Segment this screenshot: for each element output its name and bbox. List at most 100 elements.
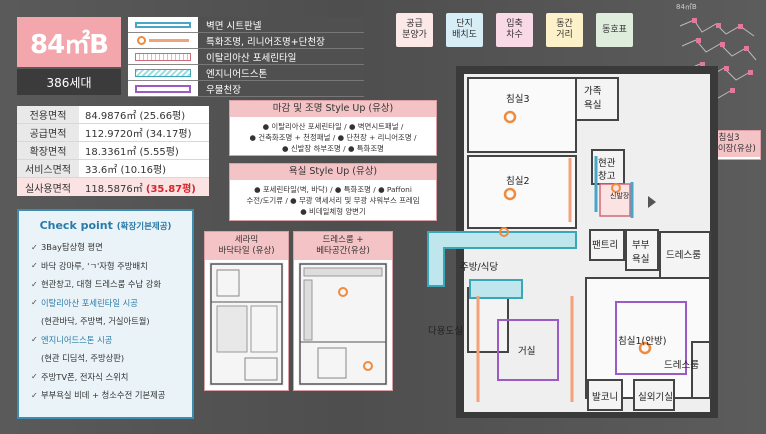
finish-style-up-line: ● 신발장 하부조명 / ● 특화조명 (282, 144, 384, 153)
ceramic-floor-tile-card[interactable]: 세라믹 바닥타일 (유상) (204, 231, 289, 391)
button-label: 공급 (406, 19, 423, 29)
household-count: 386세대 (17, 69, 121, 95)
check-point-item: ✓현관창고, 대형 드레스룸 수납 강화 (19, 275, 192, 294)
area-label: 전용면적 (17, 106, 79, 123)
legend-item: 벽면 시트판넬 (128, 17, 364, 33)
room-label-bath: 욕실 (584, 100, 601, 111)
area-value: 33.6㎡ (10.16평) (85, 165, 167, 176)
legend-item: 특화조명, 리니어조명+단천장 (128, 33, 364, 49)
area-label: 확장면적 (17, 142, 79, 159)
card-title-line: 바닥타일 (유상) (218, 246, 275, 256)
check-point-text: (현관 디딤석, 주방상판) (41, 353, 125, 364)
check-icon: ✓ (31, 298, 38, 308)
table-row: 실사용면적 118.5876㎡ (35.87평) (17, 178, 209, 196)
finish-style-up-title: 마감 및 조명 Style Up (유상) (230, 101, 436, 117)
card-title-line: 세라믹 (234, 235, 259, 245)
keyplan-label: 84㎡B (676, 3, 697, 11)
entrance-arrow-icon (648, 196, 656, 208)
ceramic-plan-image (209, 262, 284, 386)
card-title-line: 붙박이장(유상) (702, 144, 756, 154)
check-point-text: 엔지니어드스톤 시공 (41, 334, 113, 345)
check-point-item: ✓부부욕실 비데 + 청소수전 기본제공 (19, 386, 192, 405)
room-label-dressroom: 드레스룸 (666, 250, 701, 261)
room-label-dressroom: 드레스룸 (664, 360, 699, 371)
room-label-bedroom3: 침실3 (506, 94, 530, 105)
check-icon: ✓ (31, 261, 38, 271)
sheet-panel-icon (128, 17, 198, 33)
card-title-line: 베타공간(유상) (316, 246, 370, 256)
check-point-item: ✓주방TV폰, 전자식 스위치 (19, 368, 192, 387)
legend-label: 특화조명, 리니어조명+단천장 (198, 33, 364, 49)
room-label-master-bath: 욕실 (632, 254, 649, 265)
coffered-ceiling-icon (128, 81, 198, 97)
legend-label: 이탈리아산 포세린타일 (198, 49, 364, 65)
button-label: 입축 (506, 19, 523, 29)
lighting-icon (128, 33, 198, 49)
button-label: 분양가 (402, 30, 427, 40)
floor-plan: 침실3 가족 욕실 현관 창고 신발장 침실2 팬트리 부부 욕실 드레스룸 주… (427, 66, 718, 418)
button-label: 단지 (456, 19, 473, 29)
area-label: 서비스면적 (17, 160, 79, 177)
bath-style-up-line: ● 비데일체형 양변기 (300, 207, 366, 216)
finish-style-up-box: 마감 및 조명 Style Up (유상) ● 이탈리아산 포세린타일 / ● … (229, 100, 437, 156)
room-label-kitchen: 주방/식당 (460, 262, 498, 273)
check-icon: ✓ (31, 390, 38, 400)
tile-icon (128, 49, 198, 65)
area-value: 112.9720㎡ (34.17평) (85, 129, 192, 140)
button-label: 배치도 (452, 30, 477, 40)
table-row: 전용면적 84.9876㎡ (25.66평) (17, 106, 209, 124)
area-table: 전용면적 84.9876㎡ (25.66평) 공급면적 112.9720㎡ (3… (17, 106, 209, 196)
table-row: 공급면적 112.9720㎡ (34.17평) (17, 124, 209, 142)
bath-style-up-line: ● 포세린타일(벽, 바닥) / ● 특화조명 / ● Paffoni (254, 185, 412, 194)
legend-item: 우물천장 (128, 81, 364, 97)
check-point-item: ✓3Bay탑상형 평면 (19, 238, 192, 257)
check-point-subtitle: (확장기본제공) (116, 222, 172, 232)
check-point-panel: Check point (확장기본제공) ✓3Bay탑상형 평면✓바닥 강마루,… (17, 209, 194, 419)
check-point-item: ✓바닥 강마루, 'ㄱ'자형 주방배치 (19, 257, 192, 276)
area-label: 실사용면적 (17, 178, 79, 196)
unit-type-name: 84㎡B (17, 17, 121, 67)
room-label-storage: 창고 (598, 171, 616, 182)
unit-type-box: 84㎡B 386세대 (17, 17, 121, 95)
check-icon: ✓ (31, 279, 38, 289)
room-label-shoe: 신발장 (610, 191, 630, 200)
dress-card-title: 드레스룸 + 베타공간(유상) (294, 232, 392, 260)
dress-room-card[interactable]: 드레스룸 + 베타공간(유상) (293, 231, 393, 391)
button-label: 거리 (556, 30, 573, 40)
check-icon: ✓ (31, 335, 38, 345)
button-label: 동호표 (602, 24, 627, 35)
card-title-line: 침실3 (718, 133, 740, 143)
check-icon: ✓ (31, 242, 38, 252)
material-legend: 벽면 시트판넬 특화조명, 리니어조명+단천장 이탈리아산 포세린타일 엔지니어… (128, 17, 364, 97)
legend-label: 우물천장 (198, 81, 364, 97)
check-point-item: ✓이탈리아산 포세린타일 시공 (19, 294, 192, 313)
finish-style-up-line: ● 건축화조명 + 천정패널 / ● 단천장 + 리니어조명 / (249, 133, 417, 142)
room-label-bedroom1: 침실1(안방) (618, 336, 666, 347)
check-point-text: 현관창고, 대형 드레스룸 수납 강화 (41, 279, 162, 290)
bath-style-up-box: 욕실 Style Up (유상) ● 포세린타일(벽, 바닥) / ● 특화조명… (229, 163, 437, 221)
area-value: 84.9876㎡ (25.66평) (85, 111, 186, 122)
check-point-text: 주방TV폰, 전자식 스위치 (41, 371, 129, 382)
check-point-text: 3Bay탑상형 평면 (41, 242, 103, 253)
finish-style-up-body: ● 이탈리아산 포세린타일 / ● 벽면시트패널 / ● 건축화조명 + 천정패… (230, 117, 436, 154)
area-value: 18.3361㎡ (5.55평) (85, 147, 179, 158)
button-label: 동간 (556, 19, 573, 29)
bath-style-up-title: 욕실 Style Up (유상) (230, 164, 436, 180)
ceramic-card-title: 세라믹 바닥타일 (유상) (205, 232, 288, 260)
bath-style-up-body: ● 포세린타일(벽, 바닥) / ● 특화조명 / ● Paffoni 수전/도… (230, 180, 436, 217)
check-point-title-text: Check point (39, 219, 113, 232)
room-label-living: 거실 (518, 346, 535, 357)
legend-label: 벽면 시트판넬 (198, 17, 364, 33)
check-icon: ✓ (31, 372, 38, 382)
check-point-item: (현관바닥, 주방벽, 거실아트월) (19, 312, 192, 331)
room-label-family: 가족 (584, 86, 602, 97)
room-label-bedroom2: 침실2 (506, 176, 530, 187)
check-point-item: ✓엔지니어드스톤 시공 (19, 331, 192, 350)
legend-item: 이탈리아산 포세린타일 (128, 49, 364, 65)
area-label: 공급면적 (17, 124, 79, 141)
unit-table-button[interactable]: 동호표 (596, 13, 633, 47)
